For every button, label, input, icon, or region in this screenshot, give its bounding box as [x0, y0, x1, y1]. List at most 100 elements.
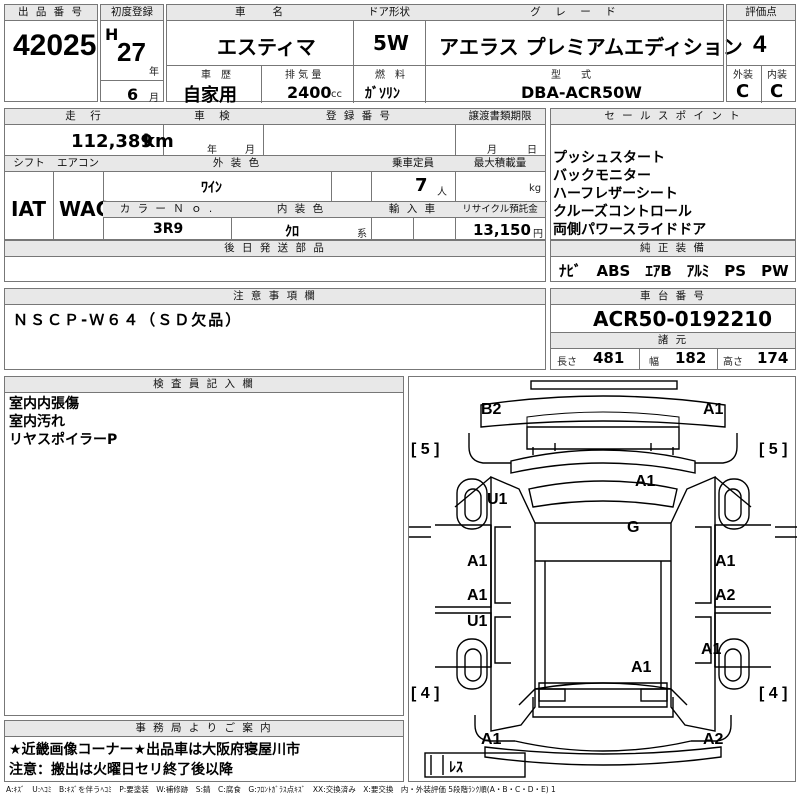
load-unit: kg — [529, 183, 542, 194]
color-no-label: カ ラ ー Ｎ ｏ . — [103, 202, 231, 218]
sales-point-list: プッシュスタート バックモニター ハーフレザーシート クルーズコントロール 両側… — [553, 149, 706, 239]
lot-number-cell: 出 品 番 号 42025 — [4, 4, 98, 102]
height: 174 — [757, 349, 789, 367]
legend: A:ｷｽﾞ U:ﾍｺﾐ B:ｷｽﾞを伴うﾍｺﾐ P:要塗装 W:補修跡 S:錆 … — [6, 785, 556, 794]
tire-rear-right: [ 4 ] — [759, 685, 788, 702]
notes-label: 注 意 事 項 欄 — [5, 289, 545, 305]
damage-mark: A1 — [467, 587, 488, 604]
dims-label: 諸 元 — [551, 333, 795, 349]
damage-mark: A1 — [631, 659, 652, 676]
air-conditioner: WAC — [59, 197, 111, 221]
displacement-unit: cc — [331, 89, 342, 100]
damage-mark: G — [627, 519, 640, 536]
displacement: 2400 — [287, 83, 332, 102]
capacity-unit: 人 — [437, 187, 447, 198]
first-registration-label: 初度登録 — [101, 5, 163, 21]
interior-color: ｸﾛ — [285, 224, 299, 240]
lot-number-label: 出 品 番 号 — [5, 5, 97, 21]
damage-mark: A1 — [635, 473, 656, 490]
damage-diagram-cell: B2 A1 A1 U1 G A1 A1 A1 A2 U1 A1 A1 A1 A2… — [408, 376, 797, 782]
notes-text: ＮＳＣＰ-Ｗ６４（ＳＤ欠品） — [13, 311, 243, 329]
damage-mark: U1 — [467, 613, 488, 630]
car-name: エスティマ — [217, 35, 316, 59]
mileage-label: 走 行 — [5, 109, 163, 125]
door-type: 5W — [373, 31, 409, 55]
tire-front-left: [ 5 ] — [411, 441, 440, 458]
genuine-equipment-cell: 純 正 装 備 ﾅﾋﾞ ABS ｴｱB ｱﾙﾐ PS PW — [550, 240, 796, 282]
score-label: 評価点 — [727, 5, 795, 21]
sales-point: プッシュスタート — [553, 150, 665, 166]
exterior-grade: C — [736, 81, 750, 102]
lot-number: 42025 — [13, 29, 97, 62]
fuel: ｶﾞｿﾘﾝ — [365, 86, 400, 102]
color-label: 外 装 色 — [103, 156, 371, 172]
shift: IAT — [11, 197, 47, 221]
damage-mark: A2 — [715, 587, 736, 604]
transfer-label: 譲渡書類期限 — [455, 109, 545, 125]
tire-front-right: [ 5 ] — [759, 441, 788, 458]
sales-point-label: セ ー ル ス ポ イ ン ト — [551, 109, 795, 125]
inspector-notes: 室内内張傷 室内汚れ リヤスポイラーP — [9, 395, 117, 449]
inspector-cell: 検 査 員 記 入 欄 室内内張傷 室内汚れ リヤスポイラーP — [4, 376, 404, 716]
inspection-month-unit: 月 — [245, 145, 255, 156]
door-label: ドア形状 — [353, 5, 425, 21]
reg-no-label: 登 録 番 号 — [263, 109, 455, 125]
sales-point: ハーフレザーシート — [553, 186, 678, 202]
month-unit: 月 — [149, 93, 159, 104]
history-label: 車 歴 — [201, 70, 231, 81]
sales-point: バックモニター — [553, 168, 651, 184]
grade-label: グ レ ー ド — [425, 5, 723, 21]
details-cell: 走 行 車 検 登 録 番 号 譲渡書類期限 112,389 km 年 月 月 … — [4, 108, 547, 241]
registration-month: 6 — [127, 85, 139, 104]
interior-color-unit: 系 — [357, 229, 367, 240]
inspector-label: 検 査 員 記 入 欄 — [5, 377, 403, 393]
model-label: 型 式 — [551, 70, 591, 81]
spare-tire: ﾚｽ — [449, 759, 463, 775]
car-name-label: 車 名 — [167, 5, 353, 21]
inspector-note: 室内汚れ — [9, 414, 65, 430]
damage-mark: U1 — [487, 491, 508, 508]
year-unit: 年 — [149, 67, 159, 78]
mileage-unit: km — [143, 131, 174, 152]
damage-mark: A1 — [481, 731, 502, 748]
era: H — [105, 25, 119, 44]
registration-year: 27 — [117, 37, 146, 67]
sales-point-cell: セ ー ル ス ポ イ ン ト プッシュスタート バックモニター ハーフレザーシ… — [550, 108, 796, 240]
chassis-cell: 車 台 番 号 ACR50-0192210 諸 元 長さ 481 幅 182 高… — [550, 288, 796, 370]
model: DBA-ACR50W — [521, 83, 642, 102]
length: 481 — [593, 349, 625, 367]
office-notice-cell: 事 務 局 よ り ご 案 内 ★近畿画像コーナー★出品車は大阪府寝屋川市 注意… — [4, 720, 404, 782]
color-number: 3R9 — [153, 221, 184, 237]
tire-rear-left: [ 4 ] — [411, 685, 440, 702]
history: 自家用 — [183, 85, 237, 106]
interior-grade: C — [770, 81, 784, 102]
exterior-label: 外装 — [733, 70, 753, 81]
notes-cell: 注 意 事 項 欄 ＮＳＣＰ-Ｗ６４（ＳＤ欠品） — [4, 288, 546, 370]
sales-point: 両側パワースライドドア — [553, 222, 707, 238]
capacity-label: 乗車定員 — [371, 156, 455, 172]
int-color-label: 内 装 色 — [231, 202, 371, 218]
recycle-fee: 13,150 — [473, 221, 531, 239]
damage-mark: A1 — [467, 553, 488, 570]
score: 4 — [753, 31, 767, 58]
inspector-note: リヤスポイラーP — [9, 432, 118, 448]
damage-mark: A1 — [715, 553, 736, 570]
inspection-label: 車 検 — [163, 109, 263, 125]
genuine-equipment-label: 純 正 装 備 — [551, 241, 795, 257]
office-notice-label: 事 務 局 よ り ご 案 内 — [5, 721, 403, 737]
chassis-label: 車 台 番 号 — [551, 289, 795, 305]
car-outline-diagram — [409, 380, 797, 778]
shift-label: シフト — [5, 156, 53, 172]
transfer-month-unit: 月 — [487, 145, 497, 156]
import-label: 輸 入 車 — [371, 202, 455, 218]
inspection-year-unit: 年 — [207, 145, 217, 156]
office-notice-line1: ★近畿画像コーナー★出品車は大阪府寝屋川市 — [9, 742, 301, 758]
fuel-label: 燃 料 — [375, 70, 405, 81]
load-label: 最大積載量 — [455, 156, 545, 172]
office-notice-line2: 注意：搬出は火曜日セリ終了後以降 — [9, 762, 233, 778]
recycle-unit: 円 — [533, 229, 543, 240]
first-registration-cell: 初度登録 H 27 年 6 月 — [100, 4, 164, 104]
damage-mark: A2 — [703, 731, 724, 748]
ac-label: エアコン — [53, 156, 103, 172]
grade: アエラス プレミアムエディション — [439, 35, 743, 59]
